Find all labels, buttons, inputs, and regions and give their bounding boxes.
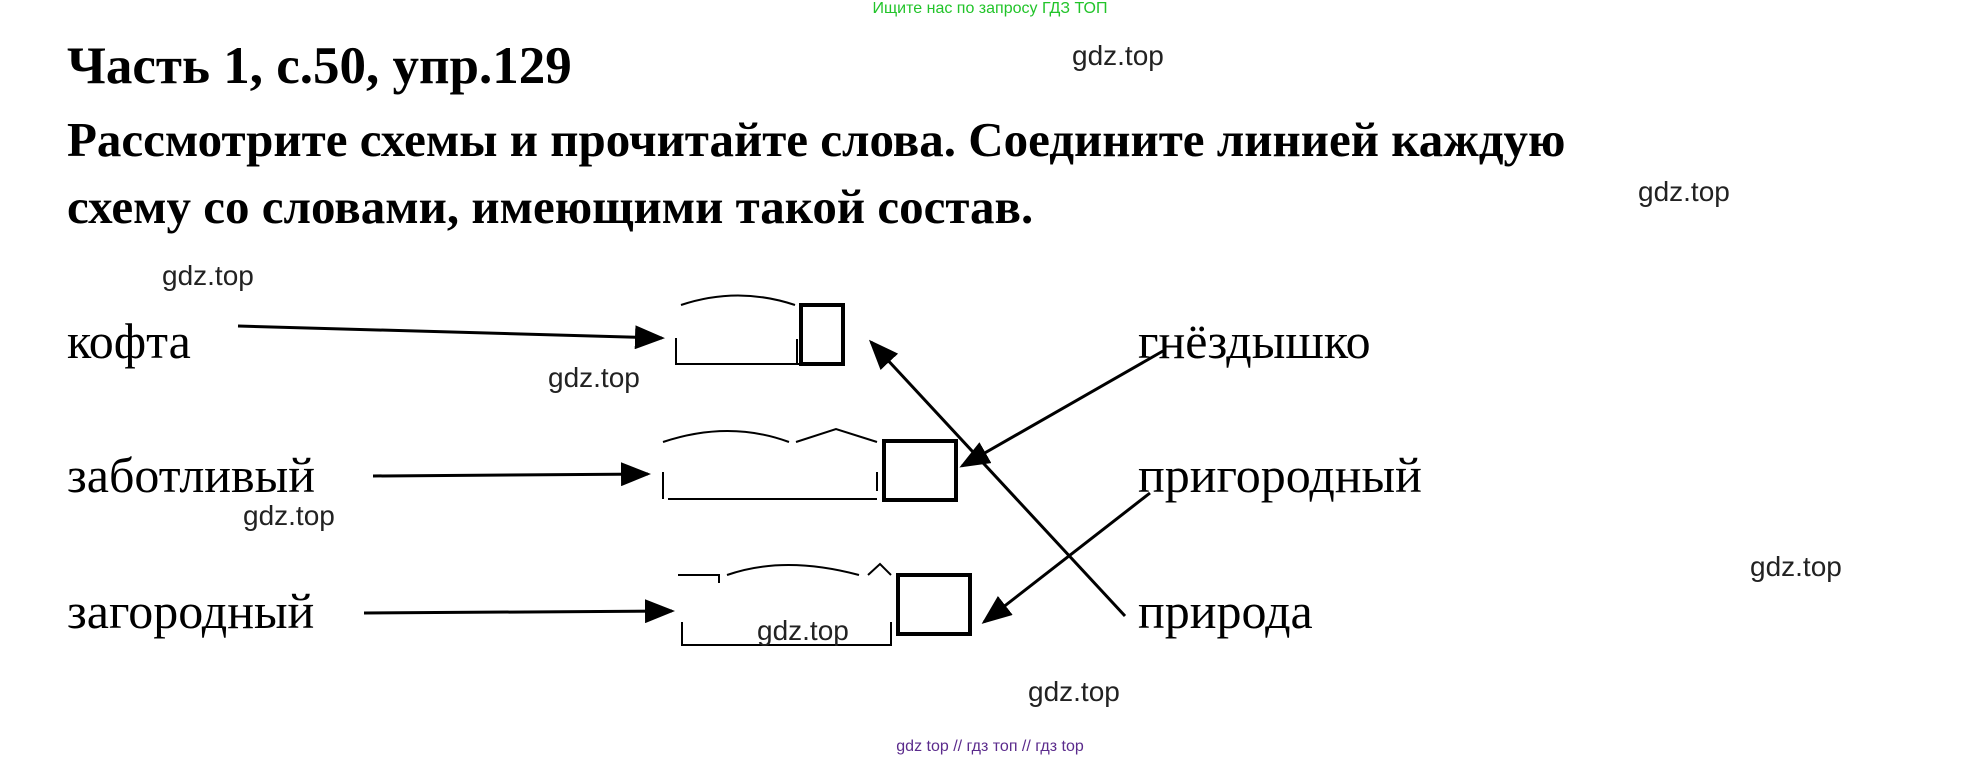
scheme-prefix-root-suffix-ending — [678, 562, 972, 646]
watermark: gdz.top — [1028, 676, 1120, 707]
watermark: gdz.top — [757, 615, 849, 646]
top-banner[interactable]: Ищите нас по запросу ГДЗ ТОП — [872, 0, 1108, 17]
scheme-root-suffix-ending — [662, 427, 958, 502]
bottom-banner[interactable]: gdz top // гдз топ // гдз top — [896, 738, 1084, 755]
arrow-gnezdyshko — [959, 349, 1164, 468]
arrow-zabotlivy — [372, 462, 651, 487]
arrow-kofta — [237, 324, 665, 350]
watermark: gdz.top — [1072, 40, 1164, 71]
word-zabotlivy: заботливый — [67, 447, 315, 503]
task-text: Рассмотрите схемы и прочитайте слова. Со… — [67, 106, 1565, 240]
word-priroda: природа — [1138, 583, 1313, 639]
page-title: Часть 1, с.50, упр.129 — [67, 37, 572, 95]
arrow-priroda — [868, 339, 1127, 618]
watermark: gdz.top — [548, 362, 640, 393]
scheme-root-ending — [675, 294, 845, 366]
arrow-prigorodny — [981, 491, 1151, 624]
watermark: gdz.top — [243, 500, 335, 531]
word-gnezdyshko: гнёздышко — [1138, 313, 1371, 369]
watermark: gdz.top — [1750, 551, 1842, 582]
word-zagorodny: загородный — [67, 583, 315, 639]
watermark: gdz.top — [1638, 176, 1730, 207]
word-prigorodny: пригородный — [1138, 447, 1422, 503]
arrow-zagorodny — [363, 599, 675, 624]
task-line-2: схему со словами, имеющими такой состав. — [67, 179, 1034, 234]
watermark: gdz.top — [162, 260, 254, 291]
task-line-1: Рассмотрите схемы и прочитайте слова. Со… — [67, 112, 1566, 167]
word-kofta: кофта — [67, 313, 191, 369]
